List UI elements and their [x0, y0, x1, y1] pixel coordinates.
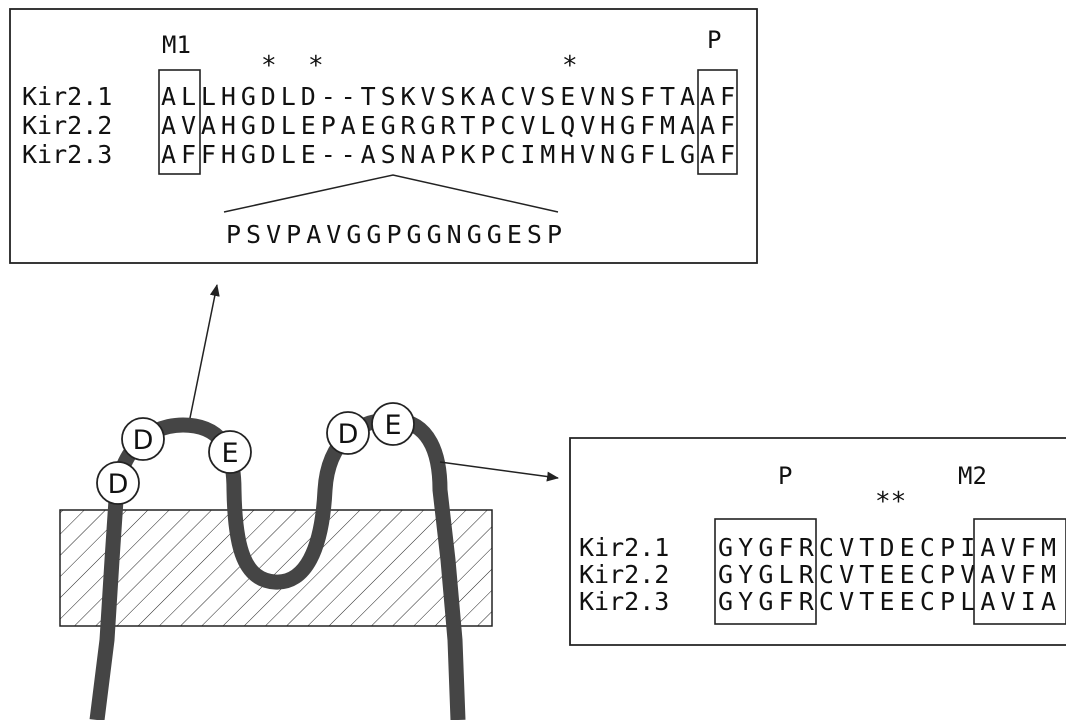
residue-e-1: E [209, 431, 251, 473]
residue-letter: D [108, 469, 129, 500]
row-name: Kir2.1 [22, 82, 112, 111]
residue-d-3: D [327, 412, 369, 454]
insertion-sequence: PSVPAVGGPGGNGGESP [226, 220, 562, 249]
asterisk-mark-right: * [562, 51, 578, 81]
row-name: Kir2.3 [22, 140, 112, 169]
m2-header: M2 [958, 462, 987, 490]
residue-d-2: D [122, 418, 164, 460]
row-name: Kir2.1 [579, 533, 669, 562]
asterisk-marks: ** [875, 487, 906, 517]
residue-d-1: D [97, 462, 139, 504]
sequence-row: ALLHGDLD--TSKVSKACVSEVNSFTAAF [161, 82, 735, 111]
residue-e-2: E [372, 403, 414, 445]
sequence-row: GYGFRCVTDECPIAVFM [718, 533, 1056, 562]
sequence-row: GYGLRCVTEECPVAVFM [718, 560, 1056, 589]
sequence-row: GYGFRCVTEECPLAVIA [718, 587, 1056, 616]
row-name: Kir2.2 [579, 560, 669, 589]
row-name: Kir2.2 [22, 111, 112, 140]
p-header: P [778, 462, 792, 490]
p-header: P [707, 26, 721, 54]
residue-letter: D [338, 419, 359, 450]
row-name: Kir2.3 [579, 587, 669, 616]
sequence-row: AFFHGDLE--ASNAPKPCIMHVNGFLGAF [161, 140, 735, 169]
membrane [60, 510, 492, 626]
residue-letter: E [384, 410, 401, 441]
top-alignment-panel: M1 P * * * Kir2.1 Kir2.2 Kir2.3 ALLHGDLD… [10, 9, 757, 263]
asterisk-marks: * * [261, 51, 324, 81]
arrow-to-right-panel [440, 462, 558, 478]
m1-header: M1 [162, 31, 191, 59]
insertion-wedge [224, 175, 558, 212]
arrow-to-top-panel [190, 285, 217, 418]
sequence-row: AVAHGDLEPAEGRGRTPCVLQVHGFMAAF [161, 111, 735, 140]
residue-letter: D [133, 425, 154, 456]
right-alignment-panel: P M2 ** Kir2.1 Kir2.2 Kir2.3 GYGFRCVTDEC… [570, 438, 1066, 645]
residue-letter: E [221, 438, 238, 469]
